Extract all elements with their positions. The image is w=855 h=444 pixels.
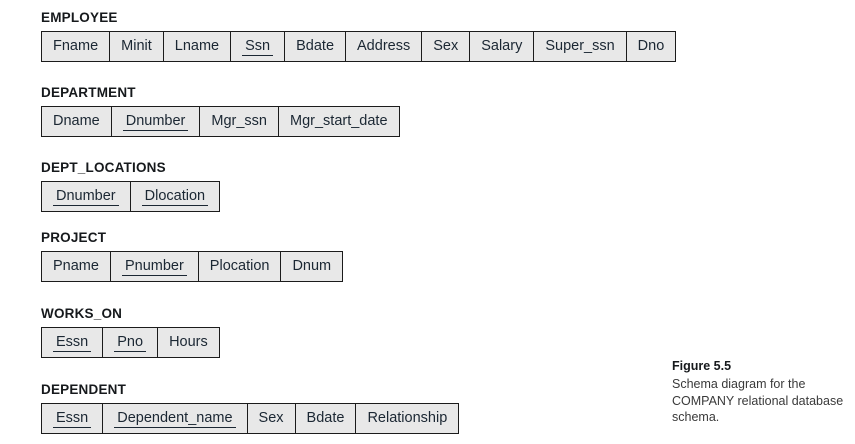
attribute-label: Plocation [209, 257, 270, 274]
attribute-row-works-on: Essn Pno Hours [41, 327, 220, 358]
figure-caption-text: Schema diagram for the COMPANY relationa… [672, 377, 844, 424]
attribute-row-department: Dname Dnumber Mgr_ssn Mgr_start_date [41, 106, 400, 137]
attribute-cell: Address [346, 32, 423, 61]
attribute-label: Dno [637, 37, 665, 54]
attribute-cell: Plocation [198, 252, 282, 281]
attribute-label-primary-key: Pno [114, 334, 147, 352]
attribute-label: Bdate [306, 409, 345, 426]
attribute-cell: Essn [42, 328, 104, 357]
relation-name-dependent: DEPENDENT [41, 382, 127, 397]
relation-dependent: DEPENDENT Essn Dependent_name Sex Bdate … [41, 382, 460, 434]
attribute-cell: Dlocation [130, 182, 220, 211]
attribute-cell: Dnumber [111, 107, 201, 136]
relation-department: DEPARTMENT Dname Dnumber Mgr_ssn Mgr_sta… [41, 85, 400, 137]
attribute-row-project: Pname Pnumber Plocation Dnum [41, 251, 344, 282]
attribute-label: Super_ssn [545, 37, 615, 54]
relation-name-employee: EMPLOYEE [41, 10, 118, 25]
relation-name-dept-locations: DEPT_LOCATIONS [41, 160, 166, 175]
attribute-cell: Super_ssn [534, 32, 627, 61]
attribute-label: Hours [169, 333, 208, 350]
attribute-label-primary-key: Essn [53, 334, 92, 352]
relation-name-project: PROJECT [41, 230, 107, 245]
attribute-label-primary-key: Dependent_name [114, 410, 236, 428]
attribute-cell: Pname [42, 252, 111, 281]
attribute-label: Salary [481, 37, 523, 54]
attribute-label-primary-key: Dnumber [122, 113, 189, 131]
attribute-cell: Ssn [231, 32, 286, 61]
attribute-label: Minit [121, 37, 152, 54]
attribute-row-dept-locations: Dnumber Dlocation [41, 181, 221, 212]
relation-name-works-on: WORKS_ON [41, 306, 123, 321]
attribute-label: Dname [53, 112, 100, 129]
attribute-cell: Mgr_start_date [279, 107, 399, 136]
attribute-label: Pname [53, 257, 99, 274]
attribute-cell: Mgr_ssn [200, 107, 279, 136]
relation-project: PROJECT Pname Pnumber Plocation Dnum [41, 230, 344, 282]
attribute-cell: Pnumber [110, 252, 199, 281]
attribute-cell: Dname [42, 107, 112, 136]
attribute-cell: Dependent_name [103, 404, 248, 433]
attribute-cell: Lname [163, 32, 232, 61]
attribute-label-primary-key: Ssn [242, 38, 274, 56]
attribute-cell: Sex [422, 32, 471, 61]
attribute-row-employee: Fname Minit Lname Ssn Bdate Address Sex … [41, 31, 677, 62]
attribute-cell: Dno [626, 32, 676, 61]
attribute-cell: Salary [470, 32, 535, 61]
relation-name-department: DEPARTMENT [41, 85, 136, 100]
attribute-row-dependent: Essn Dependent_name Sex Bdate Relationsh… [41, 403, 460, 434]
attribute-label-primary-key: Dlocation [141, 188, 209, 206]
attribute-label: Address [357, 37, 411, 54]
attribute-cell: Relationship [356, 404, 459, 433]
attribute-cell: Essn [42, 404, 104, 433]
attribute-label: Sex [433, 37, 459, 54]
attribute-label: Bdate [296, 37, 335, 54]
attribute-cell: Bdate [285, 32, 347, 61]
attribute-cell: Pno [103, 328, 159, 357]
attribute-cell: Bdate [295, 404, 357, 433]
attribute-cell: Dnum [281, 252, 343, 281]
attribute-cell: Hours [158, 328, 219, 357]
attribute-label: Mgr_start_date [290, 112, 388, 129]
relation-employee: EMPLOYEE Fname Minit Lname Ssn Bdate Add… [41, 10, 677, 62]
attribute-label: Dnum [292, 257, 332, 274]
attribute-label-primary-key: Dnumber [53, 188, 119, 206]
attribute-label: Relationship [367, 409, 448, 426]
attribute-label: Mgr_ssn [211, 112, 267, 129]
figure-number: Figure 5.5 [672, 359, 732, 373]
attribute-cell: Dnumber [42, 182, 131, 211]
attribute-cell: Fname [42, 32, 111, 61]
attribute-label-primary-key: Essn [53, 410, 92, 428]
attribute-label: Fname [53, 37, 99, 54]
attribute-cell: Sex [247, 404, 296, 433]
attribute-label: Sex [258, 409, 284, 426]
attribute-label: Lname [174, 37, 220, 54]
relation-works-on: WORKS_ON Essn Pno Hours [41, 306, 220, 358]
attribute-label-primary-key: Pnumber [121, 258, 187, 276]
attribute-cell: Minit [110, 32, 164, 61]
relation-dept-locations: DEPT_LOCATIONS Dnumber Dlocation [41, 160, 221, 212]
figure-caption: Figure 5.5 Schema diagram for the COMPAN… [672, 358, 847, 426]
